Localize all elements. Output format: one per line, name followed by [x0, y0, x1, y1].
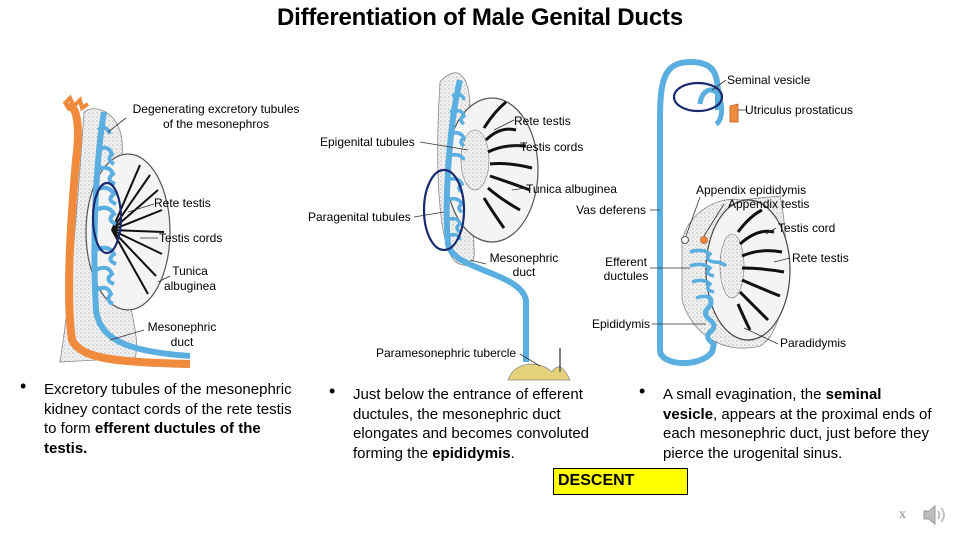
panel1-orange-duct [63, 102, 191, 368]
bullet3-bold: seminal vesicle [663, 386, 882, 423]
panel3-epididymis [702, 294, 717, 347]
bullet1-text: Excretory tubules of the mesonephric kid… [44, 381, 292, 437]
bullet-seminal-vesicle: • A small evagination, the seminal vesic… [639, 381, 938, 463]
bullet-dot-icon: • [329, 381, 336, 401]
panel2-mesonephric-duct [443, 79, 529, 362]
label-testis-cords-2: Testis cords [520, 140, 583, 154]
bullet-efferent-ductules: • Excretory tubules of the mesonephric k… [20, 376, 299, 458]
speaker-icon[interactable] [922, 503, 948, 527]
label-appendix-epididymis: Appendix epididymis [696, 183, 806, 197]
label-appendix-testis: Appendix testis [728, 197, 809, 211]
label-epigenital: Epigenital tubules [320, 135, 415, 149]
panel3-testis-cords [736, 208, 785, 331]
panel2-illustration [413, 72, 571, 381]
panel2-tubules [445, 92, 467, 241]
label-paragenital: Paragenital tubules [308, 210, 411, 224]
label-tunica-2: Tunica albuginea [526, 182, 617, 196]
descent-button[interactable]: DESCENT [553, 468, 688, 495]
panel2-leaders [413, 119, 541, 367]
label-tunica-1b: albuginea [164, 279, 216, 293]
label-testis-cord: Testis cord [778, 221, 835, 235]
bullet2-bold: epididymis [432, 444, 511, 462]
label-paramesonephric: Paramesonephric tubercle [376, 346, 516, 360]
label-testis-cords-1: Testis cords [159, 231, 222, 245]
panel1-tubules [95, 125, 117, 306]
label-epididymis: Epididymis [592, 317, 650, 331]
panel2-highlight-circle [422, 168, 466, 252]
panel3-seminal-vesicle [697, 87, 725, 127]
label-degenerating-2: of the mesonephros [163, 117, 269, 131]
label-paradidymis: Paradidymis [780, 336, 846, 350]
label-tunica-1a: Tunica [172, 264, 208, 278]
close-mark[interactable]: x [899, 507, 906, 522]
panel3-appendix-testis [700, 236, 708, 244]
label-rete-testis-2: Rete testis [514, 114, 571, 128]
bullet-epididymis: • Just below the entrance of efferent du… [329, 381, 613, 463]
label-degenerating-1: Degenerating excretory tubules [133, 102, 300, 116]
panel3-illustration [650, 58, 791, 367]
panel1-illustration [59, 94, 191, 368]
label-utriculus: Utriculus prostaticus [745, 103, 853, 117]
label-mesonephric-2b: duct [513, 265, 536, 279]
label-mesonephric-2a: Mesonephric [490, 251, 559, 265]
bullet1-bold: efferent ductules of the testis. [44, 420, 261, 457]
label-mesonephric-1a: Mesonephric [148, 320, 217, 334]
label-rete-testis-1: Rete testis [154, 196, 211, 210]
label-rete-testis-3: Rete testis [792, 251, 849, 265]
slide-title: Differentiation of Male Genital Ducts [277, 4, 683, 31]
label-vas-deferens: Vas deferens [576, 203, 646, 217]
bullet3-post: , appears at the proximal ends of each m… [663, 405, 932, 462]
panel1-testis [85, 153, 171, 311]
label-seminal-vesicle: Seminal vesicle [727, 73, 811, 87]
panel3-leaders [650, 79, 791, 345]
panel1-orange-tip [62, 94, 90, 112]
bullet3-text: A small evagination, the [663, 386, 826, 403]
label-mesonephric-1b: duct [171, 335, 194, 349]
panel2-tubercle [507, 363, 571, 381]
label-efferent-1: Efferent [605, 255, 647, 269]
panel1-leaders [107, 117, 171, 341]
bullet-dot-icon: • [639, 381, 646, 401]
bullet2-text: Just below the entrance of efferent duct… [353, 386, 590, 462]
bullet-dot-icon: • [20, 376, 27, 396]
panel1-highlight-circle [91, 181, 123, 255]
panel3-highlight-circle [672, 81, 724, 113]
label-efferent-2: ductules [604, 269, 649, 283]
panel2-testis-cords [482, 100, 533, 229]
panel3-testis [705, 199, 791, 341]
panel1-mesonephric-duct [91, 111, 191, 359]
panel3-utriculus [729, 103, 739, 123]
panel3-appendix-epididymis [681, 236, 689, 244]
bullet2-post: . [510, 444, 515, 462]
